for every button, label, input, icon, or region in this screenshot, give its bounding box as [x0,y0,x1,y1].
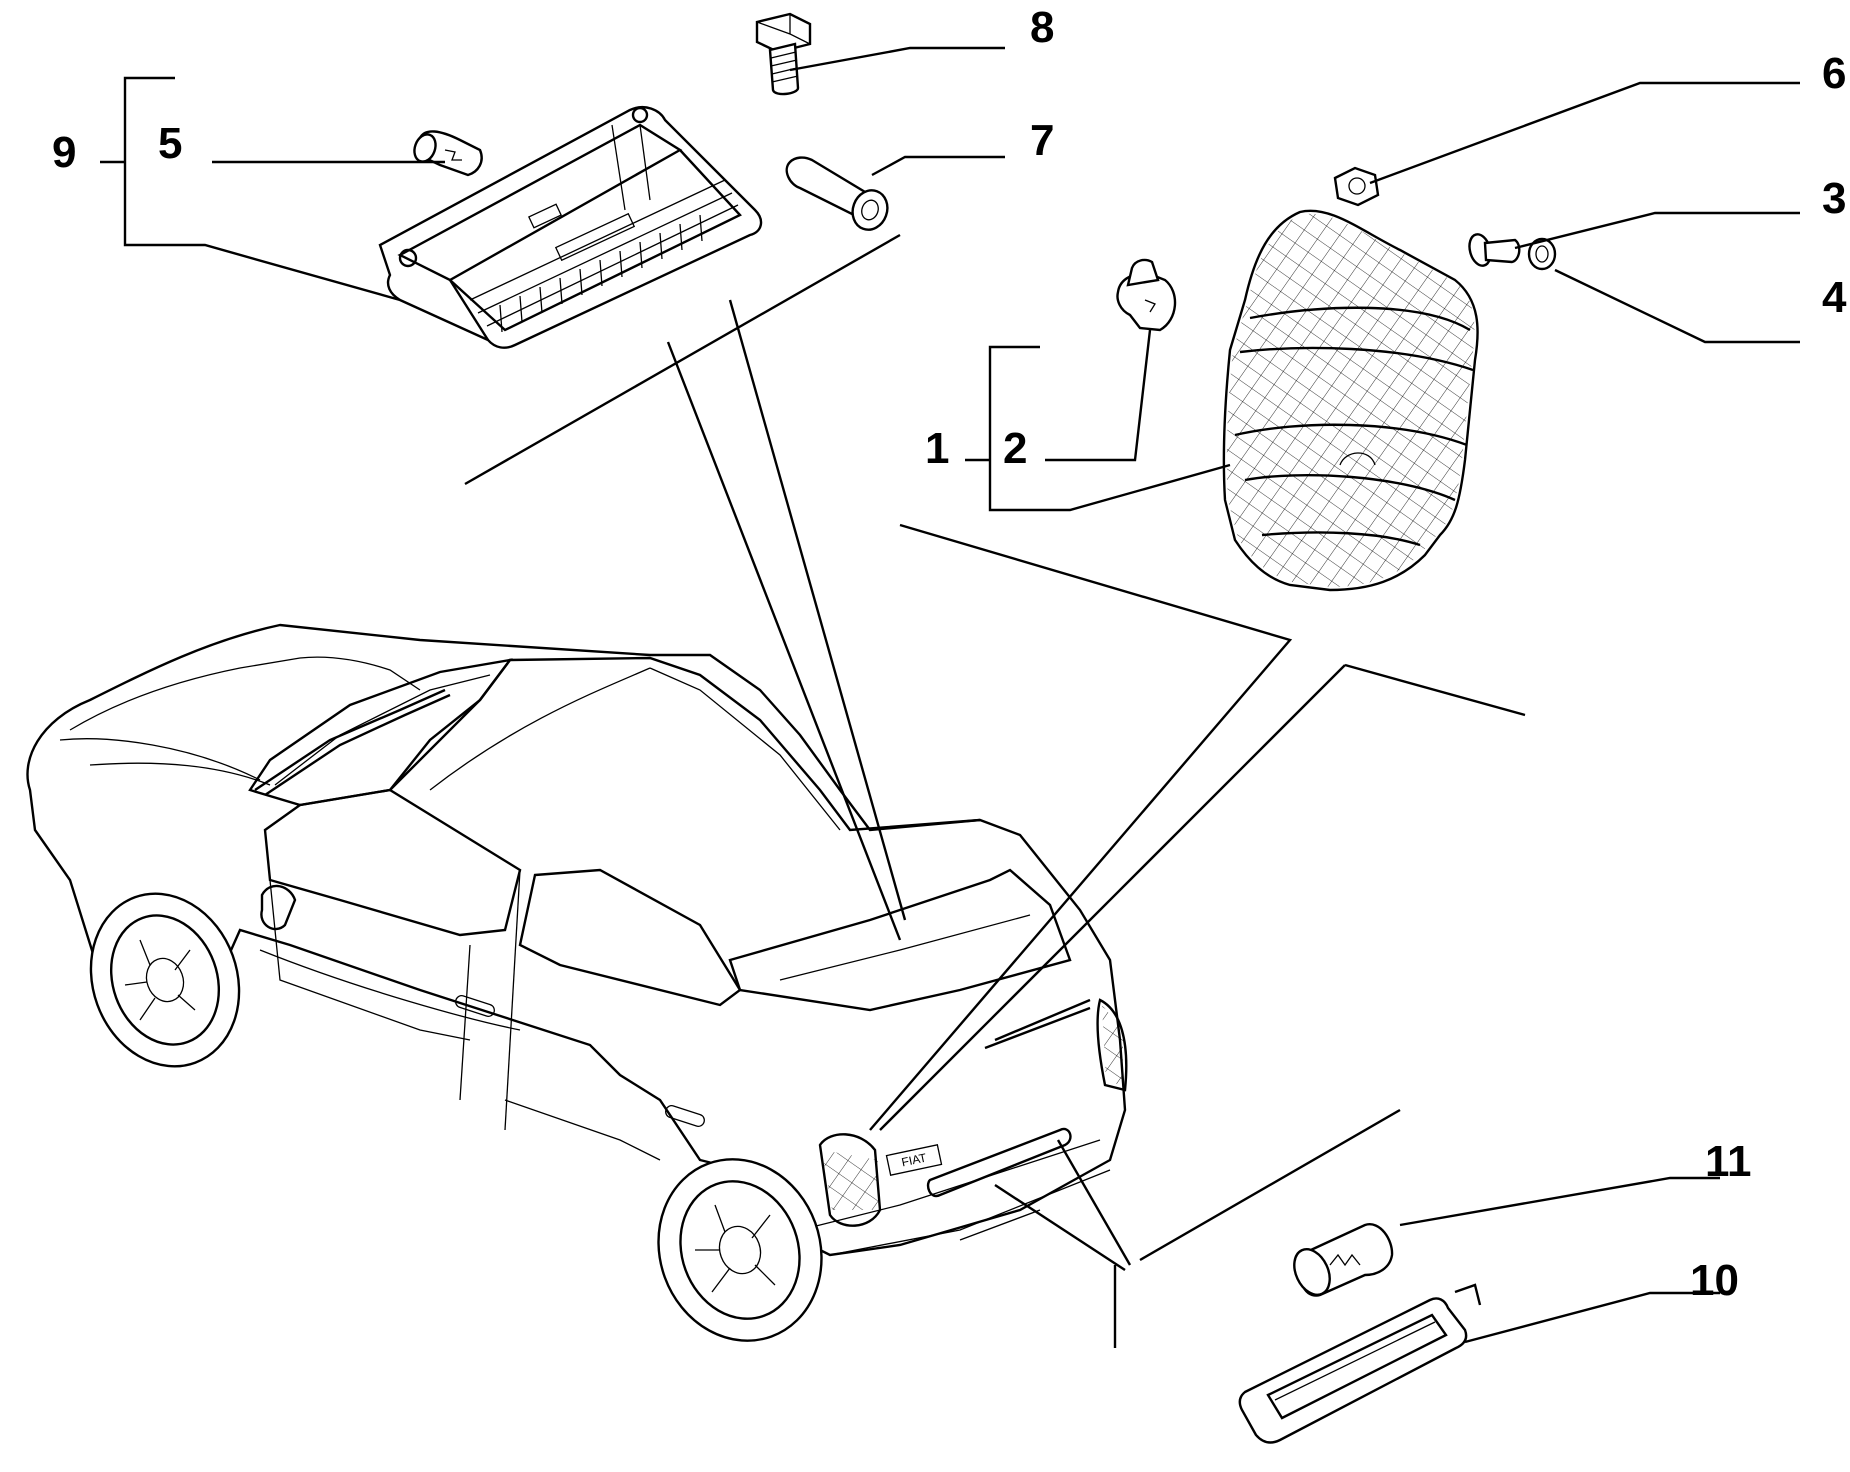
callout-10: 10 [1690,1256,1739,1305]
callout-numbers: 9 5 8 7 6 3 4 1 2 11 10 [52,3,1847,1305]
callout-2: 2 [1003,424,1027,473]
rear-badge: FIAT [900,1150,928,1169]
bolt-8 [755,12,812,96]
spacer-7 [785,156,889,231]
car-hatchback-illustration: FIAT [26,623,1128,1342]
callout-leaders [100,46,1800,1344]
callout-4: 4 [1822,273,1847,322]
callout-5: 5 [158,119,182,168]
high-mount-stop-lamp-assembly [378,106,763,349]
screw-3 [1468,233,1521,267]
callout-9: 9 [52,128,76,177]
callout-6: 6 [1822,49,1846,98]
callout-11: 11 [1705,1137,1752,1186]
bulb-5 [413,130,483,177]
pointer-lines [464,233,1526,1348]
licence-plate-lens-10 [1238,1283,1482,1444]
bulb-11 [1293,1223,1394,1297]
front-wheel [89,892,241,1068]
rear-wheel [657,1158,823,1342]
callout-7: 7 [1030,116,1054,165]
washer-4 [1527,237,1557,271]
callout-1: 1 [925,424,949,473]
callout-8: 8 [1030,3,1054,52]
nut-6 [1333,166,1380,207]
bulb-2 [1116,258,1177,332]
tail-light-assembly [1222,209,1479,592]
callout-3: 3 [1822,174,1846,223]
